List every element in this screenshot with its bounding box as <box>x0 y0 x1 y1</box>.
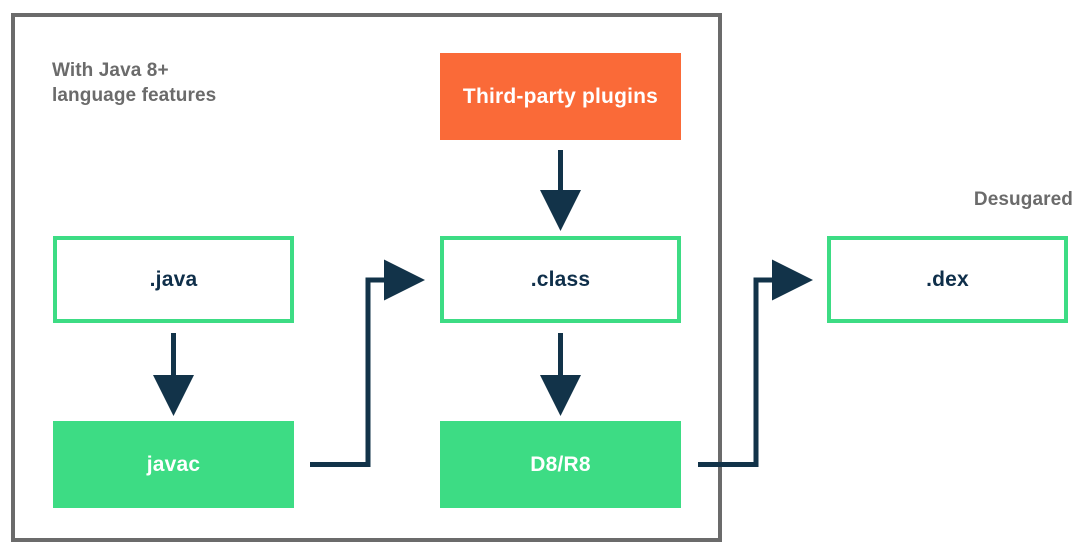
annotation-desugared: Desugared <box>973 189 1073 210</box>
node-java-source[interactable]: .java <box>53 236 294 323</box>
annotation-with-java-8-language-features: With Java 8+ language features <box>52 60 217 106</box>
node-class-file[interactable]: .class <box>440 236 681 323</box>
node-third-party-plugins[interactable]: Third-party plugins <box>440 53 681 140</box>
node-dex-file[interactable]: .dex <box>827 236 1068 323</box>
node-d8-r8[interactable]: D8/R8 <box>440 421 681 508</box>
node-javac[interactable]: javac <box>53 421 294 508</box>
